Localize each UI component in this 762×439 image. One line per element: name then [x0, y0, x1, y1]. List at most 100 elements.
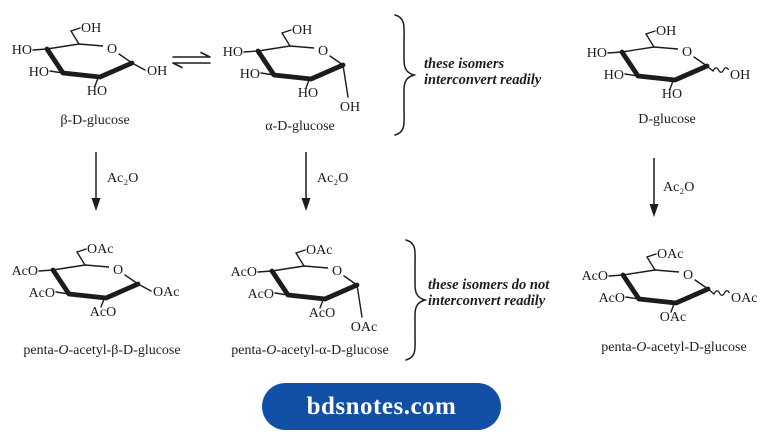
atom-label-ch2: OAc [306, 243, 332, 258]
atom-label-c3: HO [240, 67, 260, 82]
ring-front-bonds [269, 268, 360, 302]
atom-label-c3: AcO [29, 286, 55, 301]
atom-label-ch2: OH [292, 23, 312, 38]
atom-label-c3: HO [604, 68, 624, 83]
atom-label-c3: HO [29, 65, 49, 80]
wavy-bond [713, 290, 731, 296]
atom-label-ring-o: O [682, 45, 692, 60]
bond [342, 64, 349, 98]
atom-label-c4: HO [223, 45, 243, 60]
ring-back-bonds [46, 43, 104, 50]
reaction-arrow-left [91, 152, 101, 211]
alpha-pentaacetate-label: penta-O-acetyl-α-D-glucose [231, 343, 389, 358]
ring-front-bonds [50, 267, 141, 301]
curly-brace-bottom [405, 239, 428, 361]
d-glucose-label: D-glucose [638, 112, 696, 127]
atom-label-c4: HO [12, 43, 32, 58]
ring-back-bonds [271, 265, 329, 272]
top-note: these isomers interconvert readily [424, 56, 541, 88]
bond [70, 27, 81, 32]
bond [356, 284, 363, 318]
d-pentaacetate-label: penta-O-acetyl-D-glucose [601, 340, 747, 355]
ring-back-bonds [52, 264, 110, 271]
bond [94, 77, 99, 87]
atom-label-anomeric: OH [730, 68, 750, 83]
bond [645, 30, 656, 35]
bond [645, 33, 655, 48]
bottom-note: these isomers do not interconvert readil… [428, 277, 549, 309]
bond [706, 65, 714, 72]
atom-label-c2: HO [662, 87, 682, 102]
atom-label-c4: AcO [231, 265, 257, 280]
bond [274, 292, 289, 296]
bond [295, 249, 306, 254]
top-note-line2: interconvert readily [424, 72, 542, 88]
atom-label-c2: AcO [309, 306, 335, 321]
wavy-bond [712, 67, 730, 73]
bond [707, 288, 715, 295]
bond [319, 299, 324, 309]
reaction-arrow-right [649, 158, 659, 217]
bond [38, 269, 54, 272]
atom-label-ring-o: O [683, 268, 693, 283]
atom-label-c2: HO [87, 84, 107, 99]
bond [646, 256, 656, 271]
ring-back-bonds [622, 269, 680, 276]
bond [625, 296, 640, 300]
top-note-line1: these isomers [424, 56, 505, 72]
atom-label-c4: AcO [12, 264, 38, 279]
curly-brace-top [394, 14, 417, 136]
bond [100, 298, 105, 308]
ring-front-bonds [255, 48, 346, 82]
atom-label-c2: AcO [90, 305, 116, 320]
ring-back-bonds [257, 45, 315, 52]
atom-label-c2: HO [298, 86, 318, 101]
alpha-glucose-structure: HO HO HO OH O OH [223, 23, 360, 115]
bond [669, 80, 674, 90]
atom-label-ring-o: O [107, 42, 117, 57]
bond [131, 62, 146, 71]
bond [55, 291, 70, 295]
atom-label-anomeric: OH [340, 100, 360, 115]
bond [257, 270, 273, 273]
atom-label-anomeric: OAc [731, 291, 757, 306]
bond [670, 303, 675, 313]
reagent-label-left: Ac₂O [107, 171, 139, 186]
bond [137, 283, 152, 292]
reagent-label-center: Ac₂O [317, 171, 349, 186]
atom-label-ch2: OH [81, 21, 101, 36]
site-pill[interactable]: bdsnotes.com [262, 383, 501, 430]
reagent-label-right: Ac₂O [663, 180, 695, 195]
atom-label-anomeric: OAc [153, 285, 179, 300]
beta-pentaacetate-label: penta-O-acetyl-β-D-glucose [23, 343, 181, 358]
atom-label-ch2: OH [656, 24, 676, 39]
bottom-note-line2: interconvert readily [428, 293, 546, 309]
atom-label-ring-o: O [113, 263, 123, 278]
bond [70, 30, 80, 45]
atom-label-c4: HO [587, 46, 607, 61]
atom-label-c2: OAc [660, 310, 686, 325]
bond [281, 29, 292, 34]
d-glucose-structure: HO HO HO OH O OH [587, 24, 750, 102]
atom-label-ring-o: O [318, 44, 328, 59]
bond [76, 251, 86, 266]
bond [76, 248, 87, 253]
alpha-glucose-label: α-D-glucose [265, 119, 335, 134]
bond [281, 32, 291, 47]
atom-label-c3: AcO [248, 287, 274, 302]
ring-front-bonds [619, 49, 710, 83]
bond [608, 274, 624, 277]
bond [295, 252, 305, 267]
atom-label-ring-o: O [332, 264, 342, 279]
bond [243, 50, 259, 53]
reaction-arrow-center [301, 152, 311, 211]
beta-glucose-label: β-D-glucose [60, 113, 130, 128]
equilibrium-arrows-icon [172, 51, 211, 69]
ring-front-bonds [620, 272, 711, 306]
atom-label-ch2: OAc [657, 247, 683, 262]
atom-label-ch2: OAc [87, 242, 113, 257]
bond [305, 79, 310, 89]
